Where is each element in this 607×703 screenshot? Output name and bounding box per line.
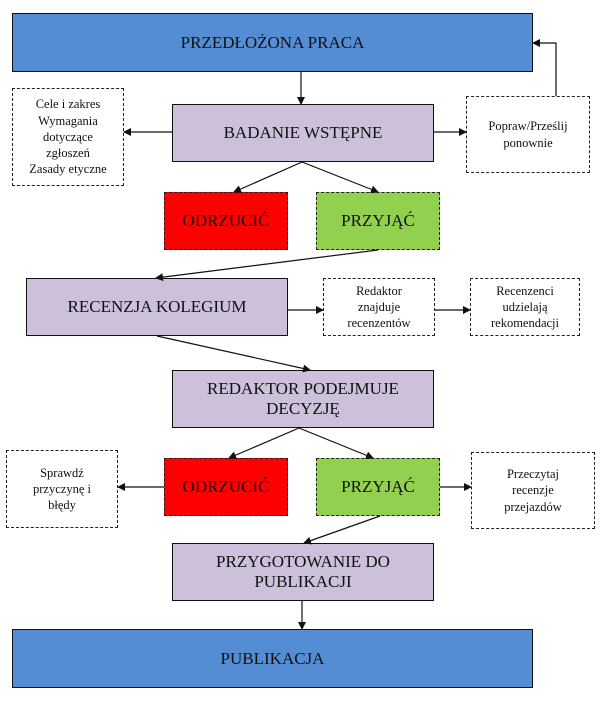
arrow-revise-to-submitted <box>532 39 557 96</box>
arrow-accept-2-to-preparation <box>303 515 381 545</box>
node-publication: PUBLIKACJA <box>12 629 533 688</box>
arrow-accept-1-to-peer-review <box>155 249 379 282</box>
node-preparation-label: PRZYGOTOWANIE DO PUBLIKACJI <box>216 551 390 591</box>
node-peer-review-label: RECENZJA KOLEGIUM <box>67 296 247 316</box>
arrow-editor-decides-to-accept-2 <box>298 427 374 460</box>
node-reject-1-label: ODRZUCIĆ <box>182 211 270 230</box>
node-accept-2: PRZYJĄĆ <box>316 458 440 516</box>
node-editor-finds: Redaktor znajduje recenzentów <box>323 278 435 336</box>
node-initial-review: BADANIE WSTĘPNE <box>172 104 434 162</box>
node-editor-finds-label: Redaktor znajduje recenzentów <box>347 283 411 331</box>
node-accept-1: PRZYJĄĆ <box>316 192 440 250</box>
node-reviewers-recommend: Recenzenci udzielają rekomendacji <box>470 278 580 336</box>
node-reject-2-label: ODRZUCIĆ <box>182 477 270 496</box>
arrow-initial-review-to-reject-1 <box>233 161 303 193</box>
node-editor-decides-label: REDAKTOR PODEJMUJE DECYZJĘ <box>207 378 399 418</box>
node-preparation: PRZYGOTOWANIE DO PUBLIKACJI <box>172 543 434 601</box>
node-read-reviews: Przeczytaj recenzje przejazdów <box>471 452 595 529</box>
arrow-peer-review-to-editor-decides <box>156 335 311 373</box>
node-read-reviews-label: Przeczytaj recenzje przejazdów <box>504 467 562 514</box>
node-submitted-label: PRZEDŁOŻONA PRACA <box>180 32 365 52</box>
arrow-initial-review-to-accept-1 <box>301 161 379 194</box>
node-initial-criteria: Cele i zakres Wymagania dotyczące zgłosz… <box>12 88 124 186</box>
node-editor-decides: REDAKTOR PODEJMUJE DECYZJĘ <box>172 370 434 428</box>
node-submitted: PRZEDŁOŻONA PRACA <box>12 13 533 72</box>
node-check-reason-label: Sprawdź przyczynę i błędy <box>33 465 91 513</box>
node-accept-1-label: PRZYJĄĆ <box>341 211 415 230</box>
node-revise-resubmit: Popraw/Prześlij ponownie <box>466 96 590 173</box>
node-initial-review-label: BADANIE WSTĘPNE <box>223 122 383 142</box>
node-accept-2-label: PRZYJĄĆ <box>341 477 415 496</box>
arrow-editor-decides-to-reject-2 <box>228 427 300 459</box>
node-reviewers-recommend-label: Recenzenci udzielają rekomendacji <box>490 283 560 331</box>
node-initial-criteria-label: Cele i zakres Wymagania dotyczące zgłosz… <box>29 97 107 177</box>
node-reject-1: ODRZUCIĆ <box>164 192 288 250</box>
node-publication-label: PUBLIKACJA <box>220 648 325 668</box>
node-revise-resubmit-label: Popraw/Prześlij ponownie <box>488 119 568 150</box>
node-peer-review: RECENZJA KOLEGIUM <box>26 278 288 336</box>
node-check-reason: Sprawdź przyczynę i błędy <box>6 450 118 528</box>
node-reject-2: ODRZUCIĆ <box>164 458 288 516</box>
